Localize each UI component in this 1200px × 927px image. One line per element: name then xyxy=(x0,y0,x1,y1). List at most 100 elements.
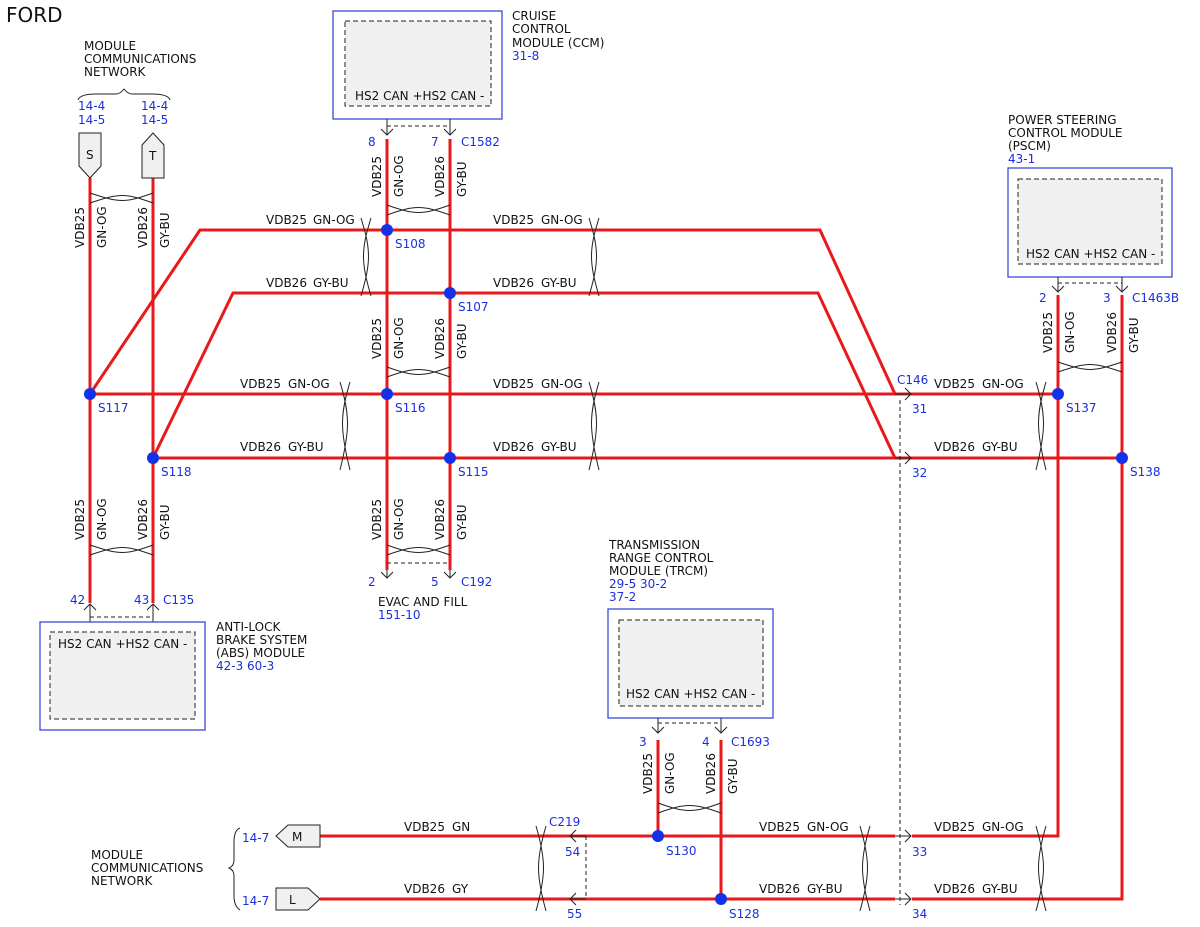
horizontal-wire-labels: VDB25 GN-OG VDB25 GN-OG VDB26 GY-BU VDB2… xyxy=(240,213,1024,896)
c146-arrow-33 xyxy=(895,829,912,843)
splice-s116-label: S116 xyxy=(395,401,426,415)
trcm-connector: C1693 xyxy=(731,735,770,749)
s-ref-1: 14-4 xyxy=(78,99,105,113)
t-ref-1: 14-4 xyxy=(141,99,168,113)
vlbl-st-top-3: VDB26 xyxy=(136,207,150,248)
trcm-ref-2: 37-2 xyxy=(609,590,636,604)
vlbl-ccm-top-3: VDB26 xyxy=(433,156,447,197)
hlbl-r1-l-b: GN-OG xyxy=(313,213,355,227)
abs-name-3: (ABS) MODULE xyxy=(216,646,305,660)
hlbl-b1-l-b: GN xyxy=(452,820,470,834)
hlbl-r4-c-a: VDB26 xyxy=(934,440,975,454)
trcm-arrow-b xyxy=(714,718,728,734)
wires xyxy=(88,139,1124,901)
vertical-wire-labels: VDB25 GN-OG VDB26 GY-BU VDB25 GN-OG VDB2… xyxy=(73,155,1141,794)
evac-arrow-b xyxy=(443,570,457,579)
ccm-inner xyxy=(344,20,492,107)
splice-s118 xyxy=(147,452,159,464)
pscm-pins: HS2 CAN +HS2 CAN - xyxy=(1026,247,1155,261)
trcm-pin-b: 4 xyxy=(702,735,710,749)
c146-id: C146 xyxy=(897,373,928,387)
c146-arrow-31 xyxy=(895,387,912,401)
abs-pins: HS2 CAN +HS2 CAN - xyxy=(58,637,187,651)
network-top-brace xyxy=(77,88,171,101)
splice-s137 xyxy=(1052,388,1064,400)
c146-arrow-34 xyxy=(895,892,912,906)
twist-h-7 xyxy=(859,825,871,912)
twist-st-bottom xyxy=(89,544,154,556)
ccm-name-2: CONTROL xyxy=(512,22,571,36)
vlbl-ccm-mid-4: GY-BU xyxy=(455,323,469,359)
pscm-module: POWER STEERING CONTROL MODULE (PSCM) 43-… xyxy=(1007,113,1179,305)
abs-pin-b: 43 xyxy=(134,593,149,607)
t-connector-icon xyxy=(141,132,165,179)
ccm-name-1: CRUISE xyxy=(512,9,556,23)
vlbl-ccm-top-2: GN-OG xyxy=(392,155,406,197)
splices: S108 S107 S117 S116 S118 S115 S137 S138 … xyxy=(84,224,1161,921)
hlbl-r4-r-b: GY-BU xyxy=(541,440,577,454)
pscm-ref: 43-1 xyxy=(1008,152,1035,166)
connector-c146: C146 31 32 33 34 xyxy=(895,373,928,921)
abs-connector: C135 xyxy=(163,593,194,607)
network-top-line3: NETWORK xyxy=(84,65,147,79)
network-bottom-brace xyxy=(227,827,241,911)
vlbl-st-bot-3: VDB26 xyxy=(136,499,150,540)
t-ref-2: 14-5 xyxy=(141,113,168,127)
vlbl-st-bot-4: GY-BU xyxy=(158,504,172,540)
connector-c219: C219 54 55 xyxy=(549,815,587,921)
hlbl-b1-m-a: VDB25 xyxy=(759,820,800,834)
pscm-pin-a: 2 xyxy=(1039,291,1047,305)
evac-arrow-a xyxy=(380,570,394,579)
hlbl-r3-r-a: VDB25 xyxy=(493,377,534,391)
pscm-inner xyxy=(1017,178,1163,265)
c146-pin-31: 31 xyxy=(912,402,927,416)
twist-ccm-bottom xyxy=(386,544,451,556)
ccm-name-3: MODULE (CCM) xyxy=(512,36,604,50)
twist-h-2 xyxy=(588,217,600,297)
m-ref: 14-7 xyxy=(242,831,269,845)
hlbl-r2-l-b: GY-BU xyxy=(313,276,349,290)
vlbl-trcm-1: VDB25 xyxy=(641,753,655,794)
splice-s117 xyxy=(84,388,96,400)
trcm-name-2: RANGE CONTROL xyxy=(609,551,714,565)
pscm-name-1: POWER STEERING xyxy=(1008,113,1117,127)
hlbl-r3-r-b: GN-OG xyxy=(541,377,583,391)
hlbl-b2-l-b: GY xyxy=(452,882,469,896)
c219-pin-55: 55 xyxy=(567,907,582,921)
abs-name-2: BRAKE SYSTEM xyxy=(216,633,307,647)
pscm-arrow-b xyxy=(1115,277,1129,293)
c219-id: C219 xyxy=(549,815,580,829)
splice-s108 xyxy=(381,224,393,236)
ccm-pin-b: 7 xyxy=(431,135,439,149)
wire-loop-vdb25 xyxy=(88,228,1058,396)
abs-name-1: ANTI-LOCK xyxy=(216,620,281,634)
hlbl-b2-l-a: VDB26 xyxy=(404,882,445,896)
c146-pin-33: 33 xyxy=(912,845,927,859)
vlbl-st-bot-2: GN-OG xyxy=(95,498,109,540)
splice-s108-label: S108 xyxy=(395,237,426,251)
c219-pin-54: 54 xyxy=(565,845,580,859)
l-connector-icon xyxy=(275,887,321,911)
hlbl-b1-l-a: VDB25 xyxy=(404,820,445,834)
twist-pscm xyxy=(1057,361,1123,373)
s-connector-label: S xyxy=(86,148,94,162)
vlbl-ccm-bot-3: VDB26 xyxy=(433,499,447,540)
trcm-ref-1: 29-5 30-2 xyxy=(609,577,667,591)
vlbl-pscm-3: VDB26 xyxy=(1105,312,1119,353)
splice-s130 xyxy=(652,830,664,842)
trcm-pins: HS2 CAN +HS2 CAN - xyxy=(626,687,755,701)
t-connector-label: T xyxy=(148,149,157,163)
vlbl-ccm-bot-4: GY-BU xyxy=(455,504,469,540)
vlbl-trcm-2: GN-OG xyxy=(663,752,677,794)
splice-s138 xyxy=(1116,452,1128,464)
l-ref: 14-7 xyxy=(242,894,269,908)
twist-h-3 xyxy=(339,381,351,471)
hlbl-r3-c-b: GN-OG xyxy=(982,377,1024,391)
splice-s117-label: S117 xyxy=(98,401,129,415)
network-top-line1: MODULE xyxy=(84,39,136,53)
twist-ccm-mid xyxy=(386,366,451,378)
ccm-pins: HS2 CAN +HS2 CAN - xyxy=(355,89,484,103)
splice-s107-label: S107 xyxy=(458,300,489,314)
pscm-arrow-a xyxy=(1051,277,1065,293)
evac-connector: 2 5 C192 EVAC AND FILL 151-10 xyxy=(368,562,492,622)
